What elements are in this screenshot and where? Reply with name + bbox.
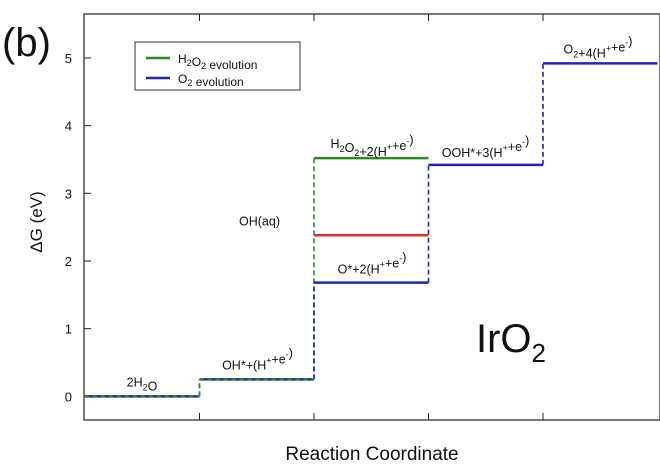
level-label: OH(aq) xyxy=(239,214,280,228)
y-tick-label: 5 xyxy=(65,51,72,66)
x-axis-label: Reaction Coordinate xyxy=(285,444,458,465)
legend-box xyxy=(134,41,301,91)
legend: H2O2 evolution O2 evolution xyxy=(134,41,301,91)
energy-levels xyxy=(85,62,658,398)
level-labels: 2H2O OH*+(H++e-) H2O2+2(H++e-) OH(aq) O*+2(H… xyxy=(127,34,633,393)
y-tick-label: 0 xyxy=(65,389,72,404)
level-label: OH*+(H++e-) xyxy=(222,346,293,372)
y-tick-label: 1 xyxy=(65,322,72,337)
material-label-subscript: 2 xyxy=(532,338,546,368)
panel-label: (b) xyxy=(2,21,51,65)
legend-label-h2o2-evolution: H2O2 evolution xyxy=(178,52,257,72)
y-axis-label: ΔG (eV) xyxy=(27,191,46,252)
y-tick-label: 4 xyxy=(65,119,72,134)
x-axis xyxy=(199,14,544,420)
level-label: O2+4(H++e-) xyxy=(564,34,633,60)
legend-label-o2-evolution: O2 evolution xyxy=(178,72,244,89)
y-tick-label: 2 xyxy=(65,254,72,269)
level-label: H2O2+2(H++e-) xyxy=(331,133,414,159)
level-label: O*+2(H++e-) xyxy=(338,251,407,277)
level-label: OOH*+3(H++e-) xyxy=(442,134,530,160)
y-tick-label: 3 xyxy=(65,186,72,201)
material-label-base: IrO xyxy=(476,317,532,361)
material-label: IrO2 xyxy=(476,317,546,368)
plot-frame xyxy=(83,13,660,421)
level-label: 2H2O xyxy=(127,375,158,393)
y-axis: 0 1 2 3 4 5 xyxy=(65,51,91,404)
level-connectors xyxy=(198,63,544,397)
